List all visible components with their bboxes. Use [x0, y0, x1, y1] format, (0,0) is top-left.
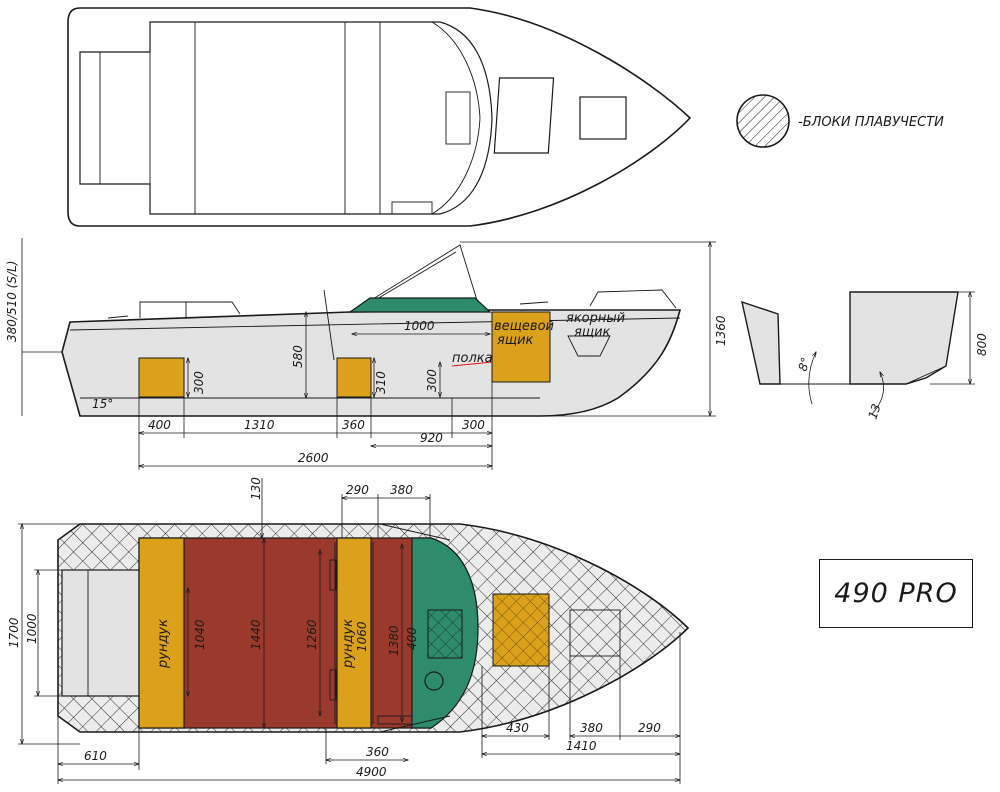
- top-deck-interior: [79, 21, 493, 215]
- dim-plan-130: 130: [249, 477, 263, 500]
- plan-view: рундук рундук 130 290 380 1700 1000 1040…: [7, 477, 690, 784]
- dim-plan-1260: 1260: [305, 619, 319, 650]
- top-hull-outline: [67, 7, 692, 227]
- plan-chest-2: [336, 537, 372, 729]
- steering-wheel-icon: [424, 671, 444, 691]
- side-anchor-box-label-2: ящик: [574, 325, 611, 340]
- dim-plan-inner-width: 1000: [25, 613, 39, 644]
- dim-plan-430: 430: [506, 721, 529, 735]
- side-shelf-label: полка: [452, 351, 493, 366]
- dim-keel: 13: [866, 402, 884, 421]
- dim-plan-chest1-len: 1040: [193, 619, 207, 650]
- dim-section-height: 800: [975, 333, 989, 356]
- model-name: 490 PRO: [834, 578, 958, 609]
- dim-plan-1410: 1410: [566, 739, 597, 753]
- dim-chest2-height: 310: [374, 371, 388, 394]
- dim-transom-height: 380/510 (S/L): [5, 261, 19, 342]
- plan-bow-clothes-box: [492, 593, 550, 667]
- model-name-box: 490 PRO: [819, 559, 973, 628]
- dim-chest1-height: 300: [192, 371, 206, 394]
- dim-plan-length: 4900: [356, 765, 387, 779]
- dim-plan-chest2-len: 1060: [355, 621, 369, 652]
- side-clothes-box-label-1: вещевой: [494, 319, 554, 334]
- side-chest-2: [336, 357, 372, 398]
- dim-windshield: 1000: [404, 319, 435, 333]
- plan-console-hatch: [427, 609, 463, 659]
- legend-flotation-swatch: [736, 94, 790, 148]
- dim-plan-290-top: 290: [346, 483, 369, 497]
- side-anchor-box-label-1: якорный: [566, 311, 625, 326]
- top-bow-hatch-2: [579, 96, 627, 140]
- dim-total-height: 1360: [714, 315, 728, 346]
- dim-plan-360: 360: [366, 745, 389, 759]
- dim-plan-400: 400: [405, 627, 419, 650]
- side-console-top: [348, 297, 492, 313]
- dim-plan-380-bottom: 380: [580, 721, 603, 735]
- dim-plan-beam: 1700: [7, 617, 21, 648]
- dim-300: 300: [462, 418, 485, 432]
- plan-chest-1: [138, 537, 185, 729]
- dim-shelf-height: 300: [425, 369, 439, 392]
- plan-stern-area: [61, 569, 141, 697]
- dim-plan-1380: 1380: [387, 625, 401, 656]
- dim-console-height: 580: [291, 345, 305, 368]
- side-view: вещевой ящик якорный ящик полка 380/510 …: [5, 238, 728, 470]
- legend-text: -БЛОКИ ПЛАВУЧЕСТИ: [798, 115, 944, 130]
- top-view: -БЛОКИ ПЛАВУЧЕСТИ: [67, 7, 944, 227]
- dim-plan-290-bottom: 290: [638, 721, 661, 735]
- plan-chest2-label: рундук: [341, 619, 356, 669]
- dim-360: 360: [342, 418, 365, 432]
- section-view: 800 8° 13: [741, 291, 989, 421]
- dim-transom-angle: 15°: [92, 397, 113, 411]
- dim-plan-380-top: 380: [390, 483, 413, 497]
- dim-920: 920: [420, 431, 443, 445]
- dim-deadrise: 8°: [796, 356, 814, 373]
- dim-plan-610: 610: [84, 749, 107, 763]
- side-chest-1: [138, 357, 185, 398]
- dim-plan-floor-width: 1440: [249, 619, 263, 650]
- plan-chest1-label: рундук: [156, 619, 171, 669]
- dim-2600: 2600: [298, 451, 329, 465]
- side-clothes-box-label-2: ящик: [497, 333, 534, 348]
- side-clothes-box: [491, 311, 551, 383]
- dim-400: 400: [148, 418, 171, 432]
- top-bow-hatch-1: [493, 77, 555, 154]
- dim-1310: 1310: [244, 418, 275, 432]
